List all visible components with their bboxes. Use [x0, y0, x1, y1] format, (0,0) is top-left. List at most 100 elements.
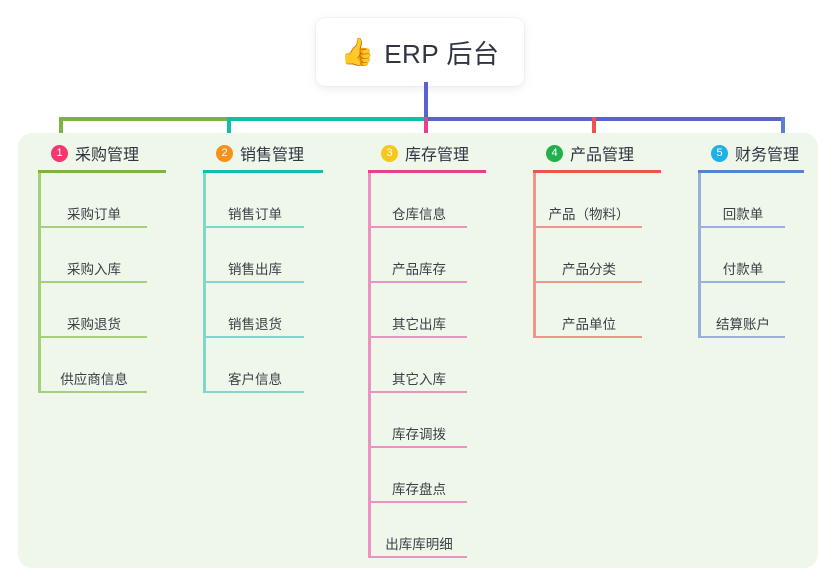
leaf-item-underline	[41, 391, 147, 393]
leaf-item-underline	[371, 501, 467, 503]
branch-number-badge: 2	[216, 144, 233, 162]
leaf-item-label: 采购订单	[67, 207, 121, 222]
leaf-item[interactable]: 其它入库	[371, 338, 467, 393]
leaf-item-underline	[701, 336, 785, 338]
leaf-item[interactable]: 产品（物料）	[536, 173, 642, 228]
leaf-item-underline	[41, 336, 147, 338]
branch-header-1[interactable]: 1 采购管理	[38, 133, 166, 173]
leaf-item[interactable]: 供应商信息	[41, 338, 147, 393]
root-node-card[interactable]: 👍 ERP 后台	[316, 18, 524, 86]
leaf-item[interactable]: 付款单	[701, 228, 785, 283]
leaf-item[interactable]: 销售出库	[206, 228, 304, 283]
leaf-item-underline	[206, 391, 304, 393]
branch-column-2: 2 销售管理销售订单销售出库销售退货客户信息	[203, 133, 323, 393]
leaf-item-label: 采购入库	[67, 262, 121, 277]
leaf-item[interactable]: 产品库存	[371, 228, 467, 283]
leaf-item-underline	[41, 226, 147, 228]
leaf-item-underline	[41, 281, 147, 283]
leaf-item-underline	[371, 226, 467, 228]
leaf-item[interactable]: 客户信息	[206, 338, 304, 393]
leaf-item-underline	[206, 336, 304, 338]
leaf-item[interactable]: 库存盘点	[371, 448, 467, 503]
branch-header-label: 产品管理	[570, 147, 635, 164]
leaf-item-label: 产品分类	[562, 262, 616, 277]
leaf-item[interactable]: 仓库信息	[371, 173, 467, 228]
leaf-item-label: 采购退货	[67, 317, 121, 332]
leaf-item-underline	[536, 336, 642, 338]
leaf-item-label: 产品库存	[392, 262, 446, 277]
leaf-item[interactable]: 出库库明细	[371, 503, 467, 558]
leaf-item-underline	[371, 281, 467, 283]
leaf-item-label: 产品（物料）	[548, 207, 630, 222]
leaf-item[interactable]: 结算账户	[701, 283, 785, 338]
leaf-item-label: 销售订单	[228, 207, 282, 222]
leaf-item-label: 其它出库	[392, 317, 446, 332]
leaf-item-label: 销售出库	[228, 262, 282, 277]
leaf-item-label: 其它入库	[392, 372, 446, 387]
bus-indigo	[425, 117, 785, 121]
branch-column-5: 5 财务管理回款单付款单结算账户	[698, 133, 804, 338]
leaf-item-label: 客户信息	[228, 372, 282, 387]
leaf-item-underline	[206, 226, 304, 228]
branch-spine	[203, 173, 206, 393]
leaf-item[interactable]: 采购退货	[41, 283, 147, 338]
branch-header-label: 销售管理	[240, 147, 305, 164]
leaf-item-label: 库存盘点	[392, 482, 446, 497]
leaf-item-underline	[371, 336, 467, 338]
leaf-item-underline	[536, 226, 642, 228]
leaf-item-label: 仓库信息	[392, 207, 446, 222]
root-trunk-connector	[424, 82, 428, 119]
leaf-item[interactable]: 库存调拨	[371, 393, 467, 448]
leaf-item-label: 产品单位	[562, 317, 616, 332]
leaf-item[interactable]: 回款单	[701, 173, 785, 228]
leaf-item[interactable]: 采购入库	[41, 228, 147, 283]
leaf-item[interactable]: 产品分类	[536, 228, 642, 283]
branch-column-4: 4 产品管理产品（物料） 产品分类产品单位	[533, 133, 661, 338]
leaf-item-underline	[371, 446, 467, 448]
root-node-title: ERP 后台	[384, 38, 500, 69]
leaf-item[interactable]: 其它出库	[371, 283, 467, 338]
branch-spine	[698, 173, 701, 338]
branch-header-5[interactable]: 5 财务管理	[698, 133, 804, 173]
leaf-item-underline	[701, 281, 785, 283]
leaf-item-label: 付款单	[722, 262, 764, 277]
branch-spine	[38, 173, 41, 393]
leaf-item-label: 库存调拨	[392, 427, 446, 442]
branch-header-label: 采购管理	[75, 147, 140, 164]
leaf-item[interactable]: 产品单位	[536, 283, 642, 338]
branch-spine	[368, 173, 371, 558]
branch-number-badge: 1	[51, 144, 68, 162]
branch-number-badge: 4	[546, 144, 563, 162]
branch-header-underline	[698, 170, 804, 173]
bus-green	[60, 117, 230, 121]
branch-header-4[interactable]: 4 产品管理	[533, 133, 661, 173]
leaf-item[interactable]: 销售订单	[206, 173, 304, 228]
leaf-item-underline	[536, 281, 642, 283]
leaf-item-label: 供应商信息	[60, 372, 128, 387]
branch-spine	[533, 173, 536, 338]
branch-header-label: 财务管理	[735, 147, 800, 164]
leaf-item-label: 结算账户	[716, 317, 770, 332]
thumbs-up-icon: 👍	[340, 36, 375, 68]
bus-teal	[229, 117, 426, 121]
leaf-item[interactable]: 销售退货	[206, 283, 304, 338]
leaf-item-underline	[206, 281, 304, 283]
branch-column-1: 1 采购管理采购订单采购入库采购退货供应商信息	[38, 133, 166, 393]
branch-number-badge: 5	[711, 144, 728, 162]
leaf-item-underline	[371, 391, 467, 393]
branches-panel: 1 采购管理采购订单采购入库采购退货供应商信息 2 销售管理销售订单销售出库销售退货客…	[18, 133, 818, 568]
leaf-item-label: 销售退货	[228, 317, 282, 332]
branch-header-underline	[368, 170, 486, 173]
branch-header-underline	[533, 170, 661, 173]
leaf-item-underline	[701, 226, 785, 228]
branch-header-underline	[203, 170, 323, 173]
branch-header-underline	[38, 170, 166, 173]
branch-header-2[interactable]: 2 销售管理	[203, 133, 323, 173]
leaf-item-label: 出库库明细	[385, 537, 453, 552]
leaf-item-label: 回款单	[722, 207, 764, 222]
leaf-item[interactable]: 采购订单	[41, 173, 147, 228]
leaf-item-underline	[371, 556, 467, 558]
